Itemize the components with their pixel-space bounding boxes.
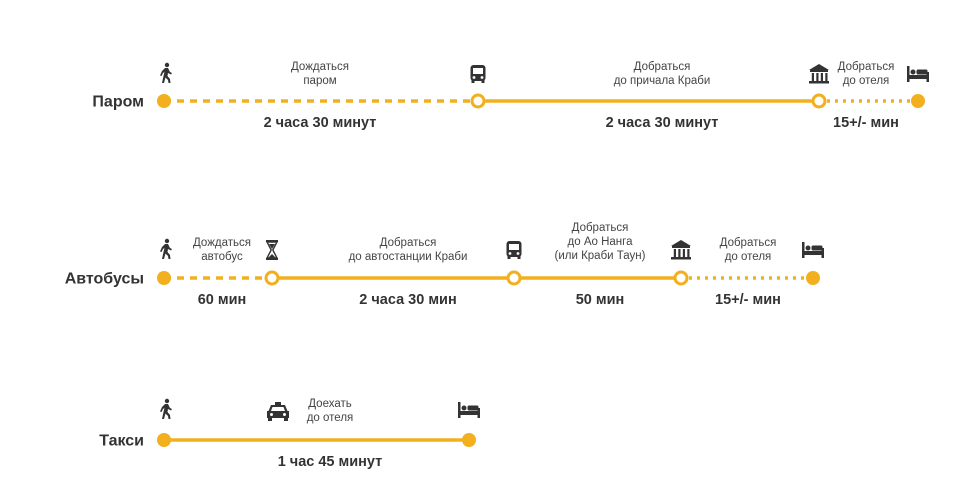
hourglass-icon [265,240,279,260]
route-name: Паром [92,94,144,111]
step-label: паром [303,75,336,87]
start-node [157,271,171,285]
walk-icon [160,62,172,83]
start-node [157,94,171,108]
walk-icon [160,398,172,419]
step-label: Добраться [838,61,895,73]
route-1: Паром Дождаться паром 2 часа 30 минут Добрат… [92,61,925,131]
step-duration: 1 час 45 минут [278,454,383,470]
step-label: Дождаться [193,237,251,249]
step-duration: 50 мин [576,292,625,308]
step-label: Дождаться [291,61,349,73]
route-name: Такси [99,433,144,450]
building-icon [809,64,829,84]
taxi-icon [267,402,289,421]
step-duration: 2 часа 30 минут [264,115,377,131]
step-label: (или Краби Таун) [555,250,646,262]
route-3: Такси Доехать до отеля 1 час 45 минут [99,398,476,470]
step-duration: 2 часа 30 минут [606,115,719,131]
step-label: до Ао Нанга [568,236,634,248]
step-label: Добраться [572,222,629,234]
walk-icon [160,238,172,259]
step-label: автобус [201,251,243,263]
step-label: Добраться [720,237,777,249]
step-label: до автостанции Краби [349,251,468,263]
transfer-node [506,270,522,286]
step-label: Добраться [634,61,691,73]
step-duration: 15+/- мин [715,292,781,308]
step-label: Доехать [308,398,351,410]
route-2: Автобусы Дождаться автобус 60 мин Добраться д… [65,222,820,308]
step-label: до отеля [843,75,890,87]
transfer-node [673,270,689,286]
bus-icon [506,241,522,259]
bed-icon [458,402,480,418]
route-name: Автобусы [65,271,144,288]
bus-icon [470,65,486,83]
transfer-node [470,93,486,109]
bed-icon [802,242,824,258]
step-label: до отеля [307,412,354,424]
end-node [911,94,925,108]
building-icon [671,240,691,260]
step-label: Добраться [380,237,437,249]
step-duration: 15+/- мин [833,115,899,131]
step-duration: 60 мин [198,292,247,308]
step-duration: 2 часа 30 мин [359,292,456,308]
transfer-node [811,93,827,109]
transfer-node [264,270,280,286]
start-node [157,433,171,447]
step-label: до причала Краби [614,75,711,87]
end-node [462,433,476,447]
end-node [806,271,820,285]
bed-icon [907,66,929,82]
step-label: до отеля [725,251,772,263]
